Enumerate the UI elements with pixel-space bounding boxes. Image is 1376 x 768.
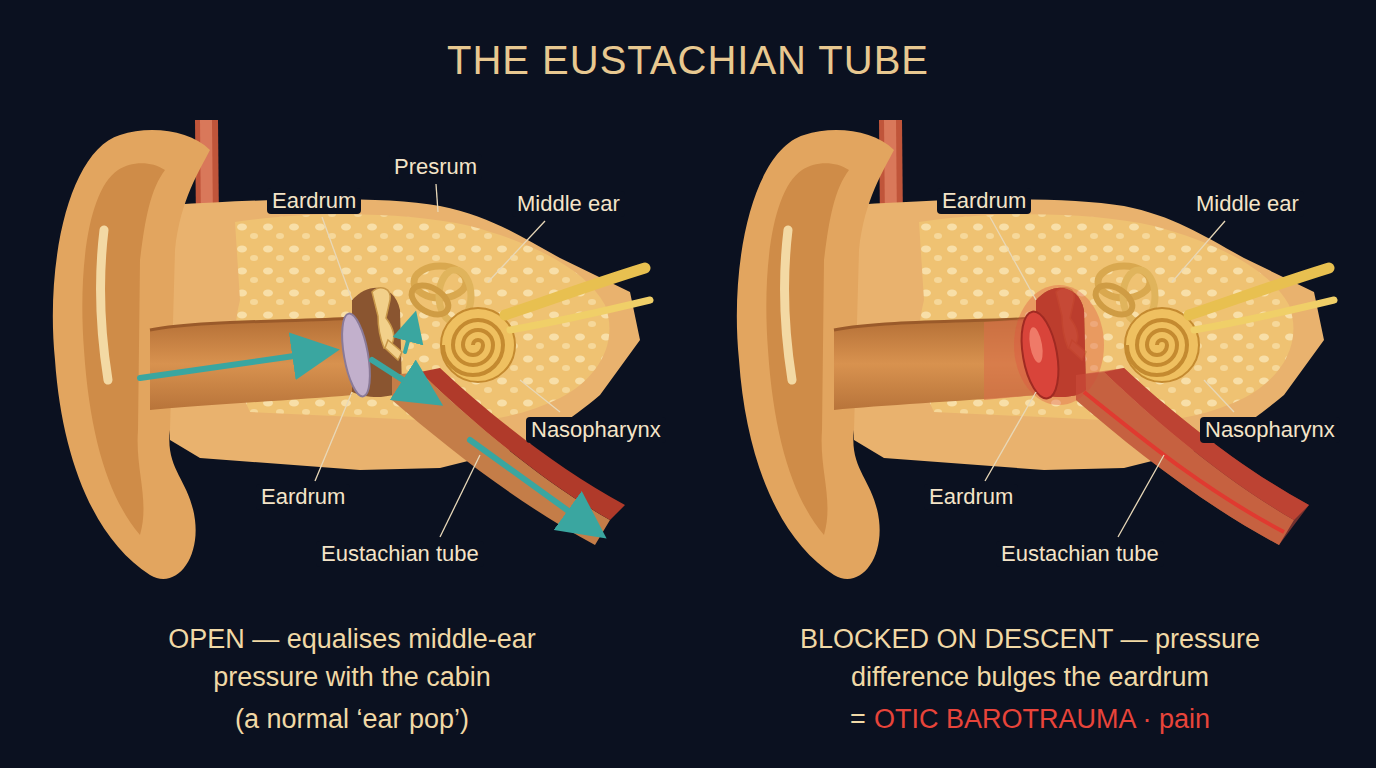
airflow-arrows	[140, 352, 322, 378]
part-label: Presrum	[389, 154, 482, 180]
leader-lines	[436, 184, 438, 212]
leader-lines	[315, 184, 1234, 537]
part-label: Nasopharynx	[526, 417, 666, 443]
part-label: Eardrum	[256, 484, 350, 510]
part-label: Middle ear	[512, 191, 625, 217]
caption-text: =	[850, 700, 866, 738]
open-ear	[53, 120, 650, 579]
leader-lines	[990, 217, 1036, 300]
caption-text: (a normal ‘ear pop’)	[235, 700, 469, 738]
title: THE EUSTACHIAN TUBE	[447, 38, 929, 83]
part-label: Nasopharynx	[1200, 417, 1340, 443]
open-ear	[53, 120, 650, 579]
leader-lines	[1118, 455, 1164, 537]
part-label: Middle ear	[1191, 191, 1304, 217]
warning-text: OTIC BAROTRAUMA · pain	[874, 700, 1210, 738]
airflow-arrows	[372, 360, 428, 396]
airflow-arrows	[140, 322, 592, 528]
part-label: Eustachian tube	[996, 541, 1164, 567]
part-label: Eustachian tube	[316, 541, 484, 567]
leader-lines	[322, 217, 352, 300]
leader-lines	[985, 392, 1036, 481]
part-label: Eardrum	[267, 188, 361, 214]
caption-text: BLOCKED ON DESCENT — pressure difference…	[750, 620, 1310, 696]
inflammation	[1016, 309, 1065, 402]
inflammation	[984, 285, 1309, 545]
inflammation	[1084, 392, 1284, 532]
airflow-arrows	[405, 322, 413, 352]
airflow-arrows	[470, 440, 592, 528]
leader-lines	[440, 455, 480, 537]
part-label: Eardrum	[924, 484, 1018, 510]
leader-lines	[315, 392, 352, 481]
blocked-ear	[737, 120, 1334, 579]
blocked-ear	[737, 120, 1334, 579]
inflammation	[1076, 368, 1309, 545]
leader-lines	[1172, 221, 1225, 282]
leader-lines	[1204, 380, 1234, 412]
inflammation	[1027, 326, 1045, 364]
leader-lines	[520, 380, 560, 412]
caption-text: OPEN — equalises middle-ear pressure wit…	[132, 620, 572, 696]
leader-lines	[488, 221, 545, 282]
part-label: Eardrum	[937, 188, 1031, 214]
